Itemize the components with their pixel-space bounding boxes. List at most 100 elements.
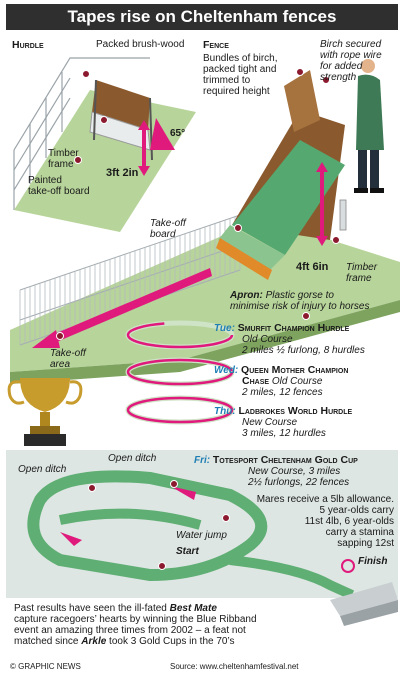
label-pin <box>82 70 90 78</box>
label-pin <box>234 224 242 232</box>
past-results-line-4a: matched since <box>14 636 82 647</box>
turf-edge <box>10 300 400 384</box>
label-pin <box>332 236 340 244</box>
allowance-line-3: 11st 4lb, 6 year-olds <box>304 516 394 527</box>
label-pin <box>56 332 64 340</box>
fence-takeoff-board-line-2: board <box>150 229 176 240</box>
hurdle-height-label: 3ft 2in <box>106 167 139 179</box>
fence-apron-line-2: minimise risk of injury to horses <box>230 301 370 312</box>
race-tue-name: Smurfit Champion Hurdle <box>237 322 350 334</box>
race-wed-day: Wed: <box>214 365 239 376</box>
takeoff-area-arrow <box>45 268 212 346</box>
race-thu-line-2: 3 miles, 12 hurdles <box>242 428 326 439</box>
allowance-line-4: carry a stamina <box>325 527 394 538</box>
fence-birch-line-2: with rope wire <box>320 50 382 61</box>
hurdle-painted-label: Painted take-off board <box>28 175 90 197</box>
fence-birch-line-4: strength <box>320 72 357 83</box>
hurdle-rail <box>13 57 150 210</box>
hurdle-packed-label: Packed brush-wood <box>96 39 185 50</box>
race-tue: Tue: Smurfit Champion Hurdle Old Course … <box>214 322 365 357</box>
fence-takeoff-board-line-1: Take-off <box>150 218 186 229</box>
fence-apron-title: Apron: <box>230 290 263 301</box>
race-fri-day: Fri: <box>194 455 211 466</box>
finish-marker <box>341 559 355 573</box>
hurdle-painted-line-2: take-off board <box>28 186 90 197</box>
race-wed-name-2: Chase <box>242 375 270 387</box>
takeoff-area-line-2: area <box>50 359 71 370</box>
page-title: Tapes rise on Cheltenham fences <box>6 4 398 30</box>
race-wed: Wed: Queen Mother Champion Chase Old Cou… <box>214 365 348 399</box>
label-pin <box>296 68 304 76</box>
allowances-text: Mares receive a 5lb allowance. 5 year-ol… <box>230 494 394 549</box>
fence-apron-line-1: Plastic gorse to <box>265 290 334 301</box>
race-wed-line-1: Old Course <box>271 376 323 387</box>
race-fri: Fri: Totesport Cheltenham Gold Cup New C… <box>194 454 358 489</box>
past-results-line-3: event an amazing three times from 2002 –… <box>14 625 246 636</box>
fence-bundles-line-4: required height <box>203 86 270 97</box>
race-thu-line-1: New Course <box>242 417 298 428</box>
hurdle-timber-line-1: Timber <box>48 148 79 159</box>
groundsman-figure <box>354 59 384 193</box>
fence-apron-label: Apron: Plastic gorse to minimise risk of… <box>230 290 369 312</box>
race-tue-day: Tue: <box>214 323 235 334</box>
past-results-arkle: Arkle <box>81 636 107 647</box>
past-results-line-1a: Past results have seen the ill-fated <box>14 603 170 614</box>
fence-takeoff-board-label: Take-off board <box>150 218 186 240</box>
race-thu: Thu: Ladbrokes World Hurdle New Course 3… <box>214 406 352 440</box>
fence-takeoff-board <box>216 238 272 280</box>
label-pin <box>100 116 108 124</box>
takeoff-area-label: Take-off area <box>50 348 86 370</box>
label-pin <box>74 156 82 164</box>
start-label: Start <box>176 546 199 557</box>
race-tue-line-2: 2 miles ½ furlong, 8 hurdles <box>242 345 365 356</box>
label-pin <box>302 312 310 320</box>
race-fri-line-1: New Course, 3 miles <box>248 466 341 477</box>
fence-birch-top <box>284 70 320 132</box>
race-thu-day: Thu: <box>214 406 236 417</box>
fence-timber-label: Timber frame <box>346 262 377 284</box>
fence-bundles-label: Bundles of birch, packed tight and trimm… <box>203 53 278 97</box>
course-arrow-2 <box>60 532 82 546</box>
hurdle-timber-label: Timber frame <box>48 148 79 170</box>
label-pin <box>158 562 166 570</box>
race-fri-line-2: 2½ furlongs, 22 fences <box>248 477 350 488</box>
fence-birch-line-1: Birch secured <box>320 39 382 50</box>
fence-apron <box>232 140 345 255</box>
fence-height-label: 4ft 6in <box>296 261 329 273</box>
course-icons <box>125 320 235 425</box>
label-pin <box>88 484 96 492</box>
fence-timber-line-1: Timber <box>346 262 378 273</box>
hurdle-brush <box>92 80 150 130</box>
label-pin <box>322 76 330 84</box>
past-results-best-mate: Best Mate <box>169 603 217 614</box>
course-arrow-1 <box>170 486 196 500</box>
hurdle-angle-label: 65° <box>170 128 186 139</box>
race-tue-line-1: Old Course <box>242 334 293 345</box>
allowance-line-1: Mares receive a 5lb allowance. <box>256 494 394 505</box>
fence-timber-line-2: frame <box>346 273 372 284</box>
course-track <box>27 470 268 582</box>
fence-bundles-line-3: trimmed to <box>203 75 251 86</box>
fence-gorse <box>218 225 285 270</box>
past-results-line-2: capture racegoers’ hearts by winning the… <box>14 614 257 625</box>
past-results-text: Past results have seen the ill-fated Bes… <box>14 603 334 647</box>
gold-cup-trophy <box>7 378 83 446</box>
fence-post <box>339 199 347 231</box>
water-jump-label: Water jump <box>176 530 227 541</box>
footer-credit: © GRAPHIC NEWS <box>10 662 81 671</box>
label-pin <box>170 480 178 488</box>
race-fri-name: Totesport Cheltenham Gold Cup <box>212 454 358 466</box>
grandstand <box>330 582 398 626</box>
turf-base <box>10 218 400 372</box>
takeoff-area-line-1: Take-off <box>50 348 86 359</box>
finish-label: Finish <box>358 556 388 567</box>
fence-birch-label: Birch secured with rope wire for added s… <box>320 39 382 83</box>
allowance-line-5: sapping 12st <box>337 538 394 549</box>
hurdle-angle <box>150 118 175 150</box>
hurdle-timber-line-2: frame <box>48 159 74 170</box>
hurdle-painted-line-1: Painted <box>28 175 62 186</box>
past-results-line-4c: took 3 Gold Cups in the 70’s <box>106 636 235 647</box>
fence-bundles-line-2: packed tight and <box>203 64 277 75</box>
